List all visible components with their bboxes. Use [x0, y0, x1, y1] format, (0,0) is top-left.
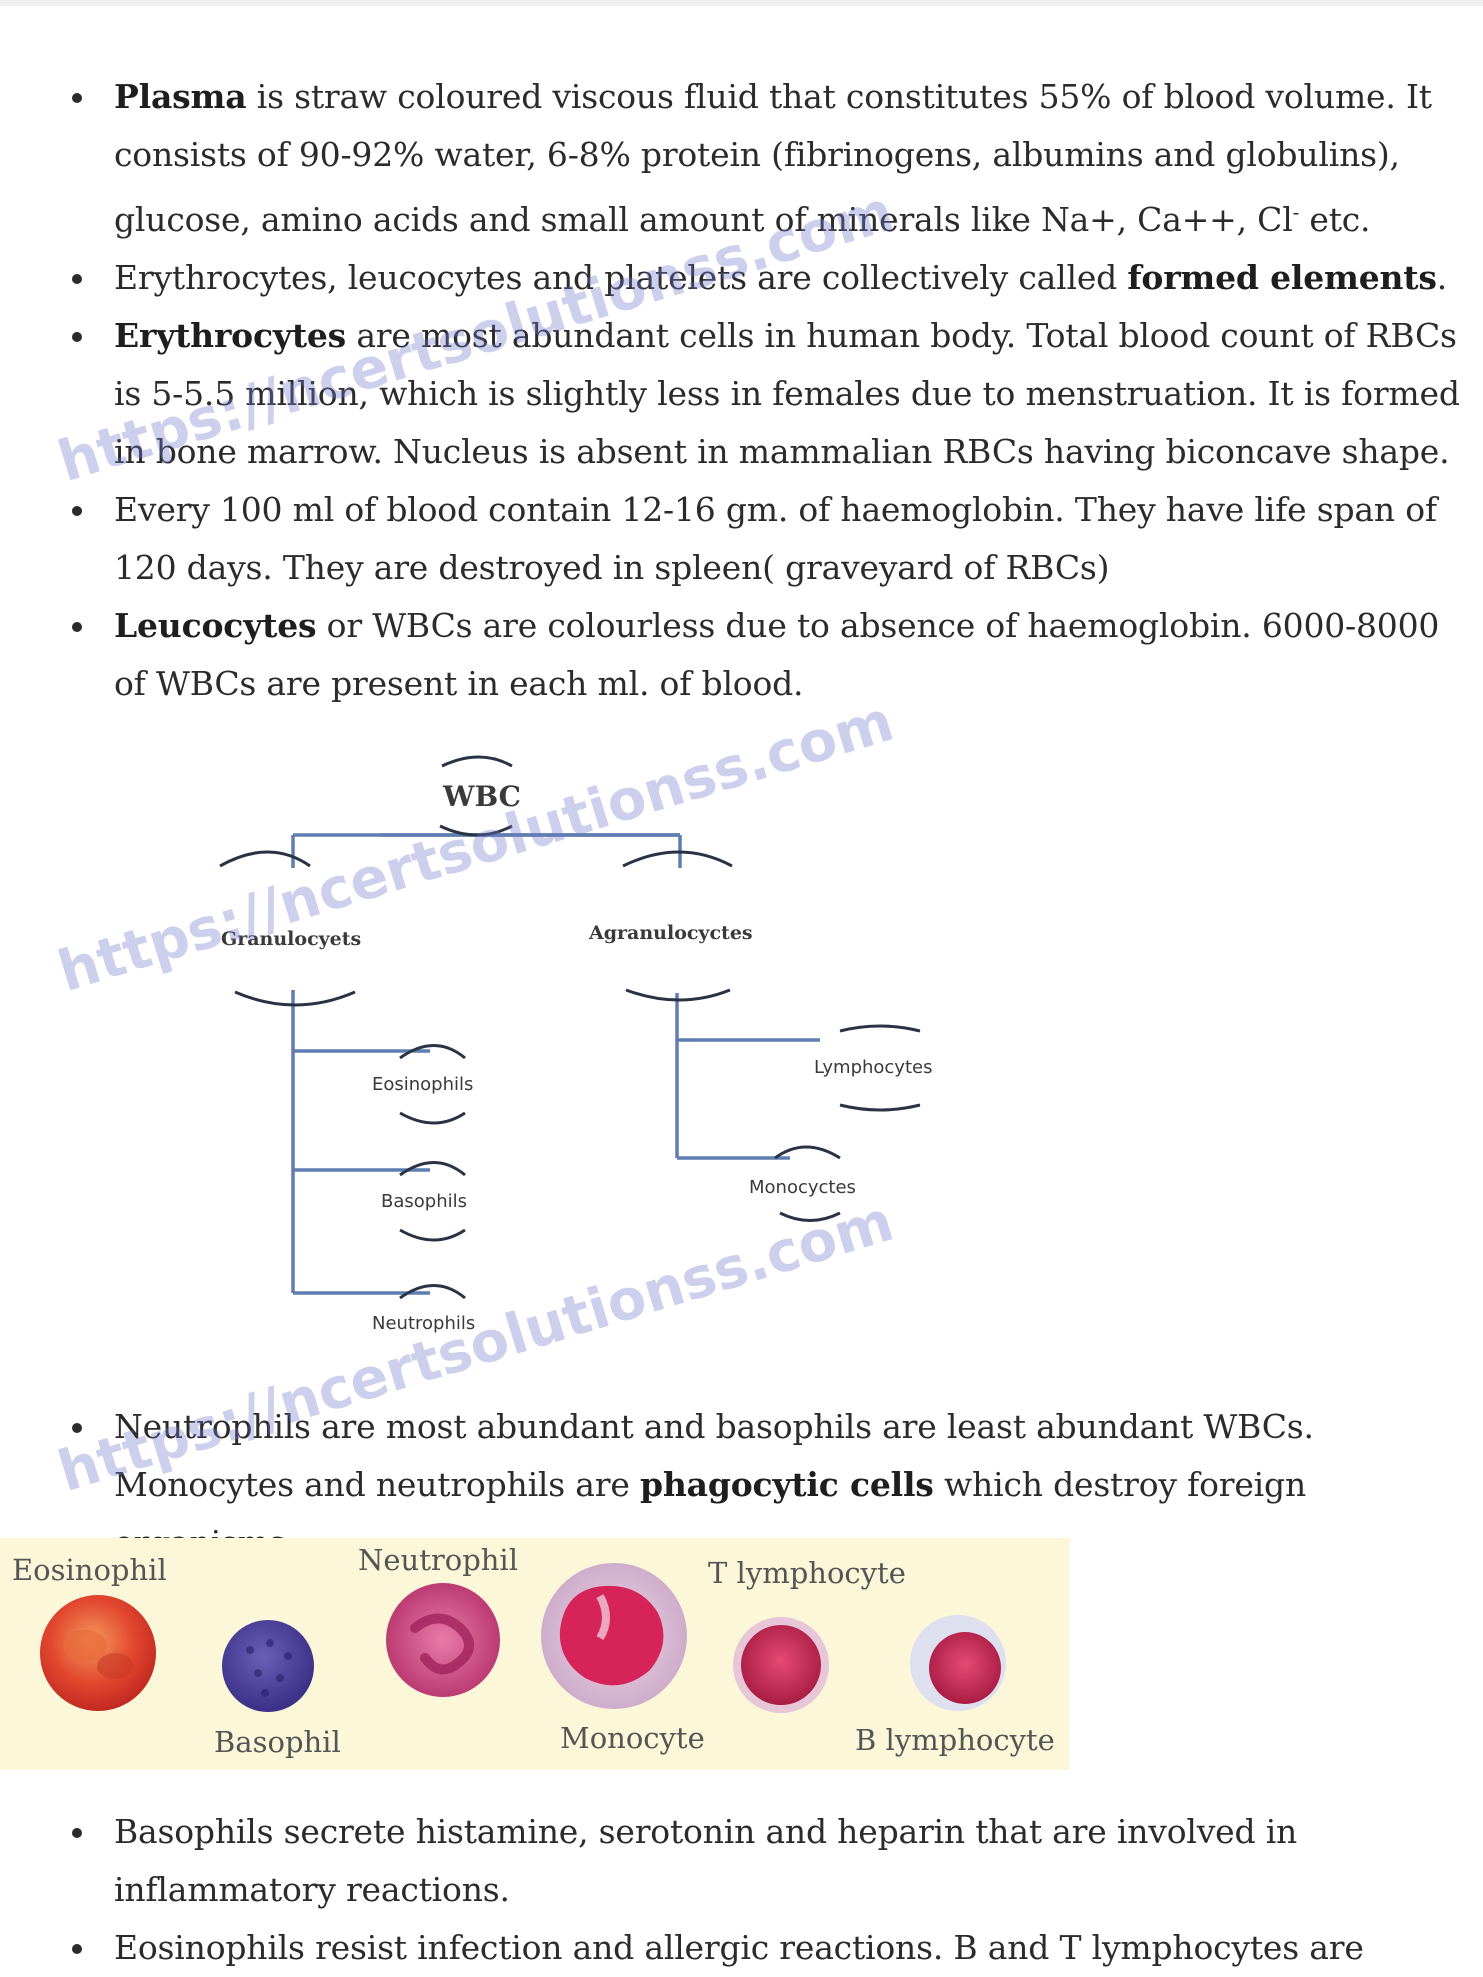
diagram-neutrophils-label: Neutrophils: [372, 1313, 475, 1334]
blood-cells-figure: Eosinophil Basophil Neutrophil Monocyte …: [0, 1538, 1070, 1770]
bullet-item: Every 100 ml of blood contain 12-16 gm. …: [0, 481, 1483, 597]
bullet-text: Plasma: [114, 77, 247, 116]
bullet-text: phagocytic cells: [639, 1465, 934, 1504]
bullet-item: Erythrocytes are most abundant cells in …: [0, 307, 1483, 481]
bullet-list-bottom: Basophils secrete histamine, serotonin a…: [0, 1803, 1483, 1977]
bullet-text: Erythrocytes: [114, 316, 347, 355]
bullet-text: Neutrophils are most abundant and basoph…: [114, 1407, 1314, 1504]
bullet-list-mid: Neutrophils are most abundant and basoph…: [0, 1398, 1483, 1572]
diagram-monocytes-label: Monocyctes: [749, 1177, 856, 1198]
bullet-text: Leucocytes: [114, 606, 317, 645]
diagram-lymphocytes-label: Lymphocytes: [814, 1057, 932, 1078]
monocyte-label: Monocyte: [560, 1721, 705, 1755]
bullet-text: -: [1292, 201, 1300, 224]
neutrophil-cell-icon: [386, 1583, 500, 1697]
eosinophil-label: Eosinophil: [12, 1553, 167, 1587]
bullet-item: Neutrophils are most abundant and basoph…: [0, 1398, 1483, 1572]
bullet-text: is straw coloured viscous fluid that con…: [114, 77, 1432, 239]
t-lymphocyte-label: T lymphocyte: [708, 1556, 906, 1590]
bullet-item: Basophils secrete histamine, serotonin a…: [0, 1803, 1483, 1919]
diagram-root-label: WBC: [442, 780, 521, 813]
bullet-list-top: Plasma is straw coloured viscous fluid t…: [0, 68, 1483, 713]
bullet-text: Erythrocytes, leucocytes and platelets a…: [114, 258, 1128, 297]
bullet-text: Every 100 ml of blood contain 12-16 gm. …: [114, 490, 1437, 587]
wbc-classification-diagram: WBC Granulocyets Agranulocyctes Eosinoph…: [219, 755, 932, 1334]
bullet-text: etc.: [1299, 200, 1371, 239]
bullet-text: or WBCs are colourless due to absence of…: [114, 606, 1440, 703]
basophil-label: Basophil: [214, 1725, 341, 1759]
bullet-text: .: [1436, 258, 1448, 297]
bullet-text: formed elements: [1127, 258, 1437, 297]
top-divider: [0, 0, 1483, 6]
bullet-text: are most abundant cells in human body. T…: [114, 316, 1460, 471]
bullet-item: Leucocytes or WBCs are colourless due to…: [0, 597, 1483, 713]
bullet-item: Eosinophils resist infection and allergi…: [0, 1919, 1483, 1977]
diagram-granulocytes-label: Granulocyets: [221, 928, 361, 950]
diagram-basophils-label: Basophils: [381, 1191, 467, 1212]
b-lymphocyte-label: B lymphocyte: [855, 1723, 1055, 1757]
bullet-text: Eosinophils resist infection and allergi…: [114, 1928, 1364, 1967]
diagram-agranulocytes-label: Agranulocyctes: [588, 922, 753, 944]
diagram-eosinophils-label: Eosinophils: [372, 1074, 473, 1095]
bullet-item: Erythrocytes, leucocytes and platelets a…: [0, 249, 1483, 307]
neutrophil-label: Neutrophil: [358, 1543, 518, 1577]
bullet-item: Plasma is straw coloured viscous fluid t…: [0, 68, 1483, 249]
basophil-cell-icon: [222, 1620, 314, 1712]
bullet-text: Basophils secrete histamine, serotonin a…: [114, 1812, 1298, 1909]
